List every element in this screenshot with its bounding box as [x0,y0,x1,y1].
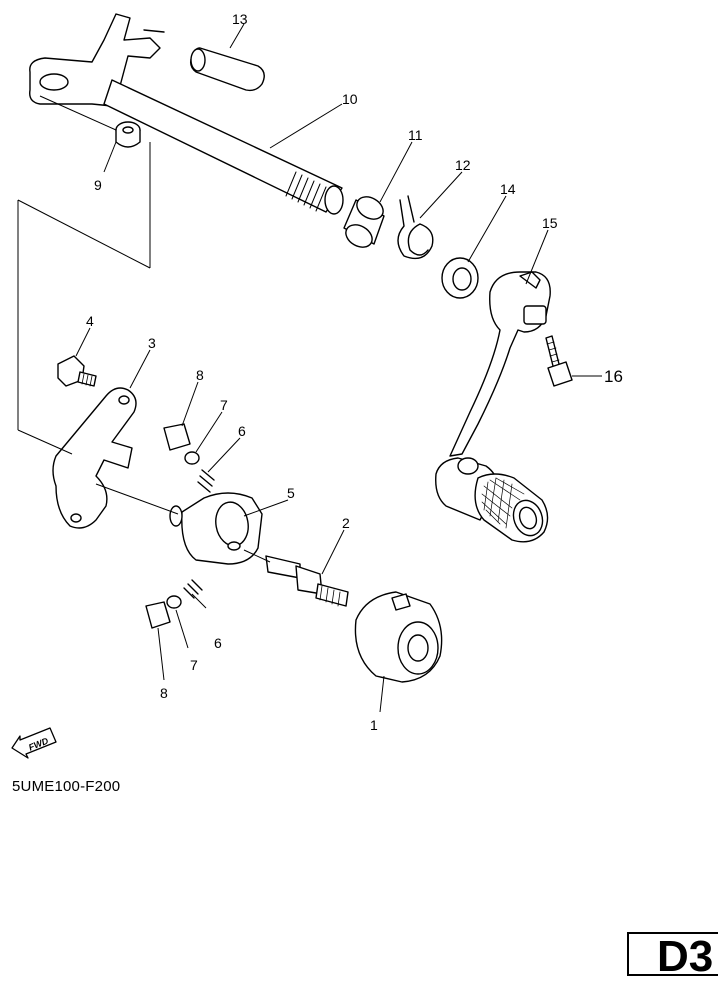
shift-lever [435,271,551,543]
callout-4: 4 [86,313,94,329]
shift-shaft [29,13,344,215]
leader-lines [17,23,602,713]
callout-13: 13 [232,11,248,27]
shift-segment [169,492,263,565]
drawing-code: 5UME100-F200 [12,778,121,795]
callout-5: 5 [287,485,295,501]
page-code-badge: D3 [627,932,718,981]
callout-9: 9 [94,177,102,193]
shift-cam [354,591,443,683]
callout-10: 10 [342,91,358,107]
washer [441,257,479,299]
fwd-arrow-icon: FWD [11,727,57,759]
callout-7-upper: 7 [220,397,228,413]
callout-labels: 1 2 3 4 5 6 6 7 7 8 8 9 10 11 12 13 14 1… [86,11,623,733]
callout-1: 1 [370,717,378,733]
callout-11: 11 [408,127,423,143]
segment-plate [52,387,137,529]
callout-12: 12 [455,157,471,173]
plate-bolt [57,355,97,387]
callout-16: 16 [604,367,623,386]
page-code: D3 [657,932,714,981]
callout-6-upper: 6 [238,423,246,439]
bushing [343,196,385,248]
lever-bolt [545,335,573,387]
callout-15: 15 [542,215,558,231]
detent-upper [163,423,215,493]
pin [189,47,265,92]
detent-lower [145,579,203,629]
callout-7-lower: 7 [190,657,198,673]
stud-bolt [265,555,349,607]
torsion-spring [397,195,434,260]
callout-8-upper: 8 [196,367,204,383]
callout-3: 3 [148,335,156,351]
collar [115,121,141,148]
callout-14: 14 [500,181,516,197]
callout-2: 2 [342,515,350,531]
callout-6-lower: 6 [214,635,222,651]
callout-8-lower: 8 [160,685,168,701]
